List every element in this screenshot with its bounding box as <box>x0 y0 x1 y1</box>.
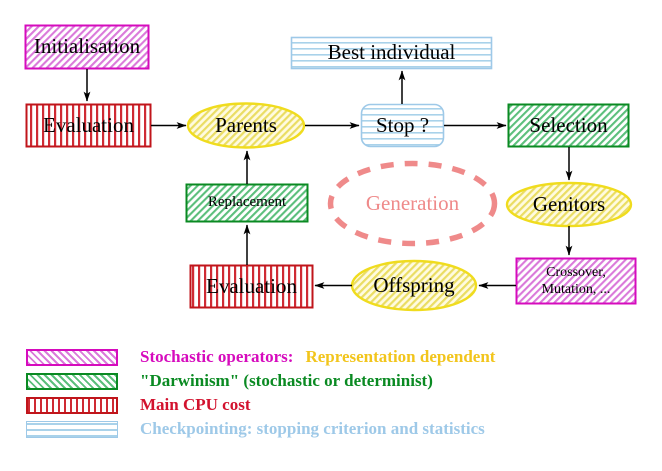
node-evaluation-top[interactable]: Evaluation <box>26 104 151 147</box>
legend-row-checkpointing: Checkpointing: stopping criterion and st… <box>26 419 485 439</box>
legend-label-secondary: Representation dependent <box>305 347 496 366</box>
legend-label: Checkpointing: stopping criterion and st… <box>140 419 485 438</box>
legend-swatch-blue-horizontal <box>26 420 118 438</box>
edges <box>83 69 573 289</box>
node-shape-selection <box>507 103 630 148</box>
node-shape-evaluation-bottom <box>189 264 314 309</box>
node-label: Parents <box>215 112 277 137</box>
node-shape-parents <box>186 102 306 149</box>
legend-label: Stochastic operators: <box>140 347 294 366</box>
node-shape-crossover-mutation <box>515 257 637 305</box>
node-initialisation[interactable]: Initialisation <box>25 25 149 69</box>
node-label: Initialisation <box>33 34 141 59</box>
legend-label: "Darwinism" (stochastic or determinist) <box>140 371 433 390</box>
node-label: Crossover, Mutation, ... <box>541 264 611 298</box>
node-label: Evaluation <box>43 112 134 137</box>
node-parents[interactable]: Parents <box>188 103 304 148</box>
node-label: Stop ? <box>375 112 430 137</box>
node-label: Selection <box>529 112 608 137</box>
node-label: Evaluation <box>206 273 297 298</box>
node-replacement[interactable]: Replacement <box>186 184 308 222</box>
node-genitors[interactable]: Genitors <box>507 183 631 226</box>
legend-row-darwinism: "Darwinism" (stochastic or determinist) <box>26 371 433 391</box>
node-shape-replacement <box>185 183 309 223</box>
node-shape-stop <box>360 103 445 148</box>
node-crossover-mutation[interactable]: Crossover, Mutation, ... <box>516 258 636 304</box>
legend-swatch-red-vertical <box>26 396 118 414</box>
legend-label: Main CPU cost <box>140 395 251 414</box>
node-selection[interactable]: Selection <box>508 104 629 147</box>
node-shape-best-individual <box>290 36 493 70</box>
node-label: Generation <box>365 190 460 215</box>
legend-row-stochastic-operators: Stochastic operators: Representation dep… <box>26 347 495 367</box>
legend-row-main-cpu-cost: Main CPU cost <box>26 395 250 415</box>
node-offspring[interactable]: Offspring <box>352 261 476 310</box>
node-label: Offspring <box>373 272 455 297</box>
node-stop[interactable]: Stop ? <box>361 104 444 147</box>
node-shape-evaluation-top <box>25 103 152 148</box>
node-best-individual[interactable]: Best individual <box>291 37 492 69</box>
legend-swatch-magenta-diagonal <box>26 348 118 366</box>
node-label: Genitors <box>532 191 606 216</box>
node-label: Replacement <box>207 194 287 211</box>
node-shape-generation <box>327 160 498 247</box>
node-evaluation-bottom[interactable]: Evaluation <box>190 265 313 308</box>
legend-swatch-green-diagonal <box>26 372 118 390</box>
node-shape-initialisation <box>24 24 150 70</box>
node-generation: Generation <box>330 163 495 244</box>
node-label: Best individual <box>327 40 456 65</box>
